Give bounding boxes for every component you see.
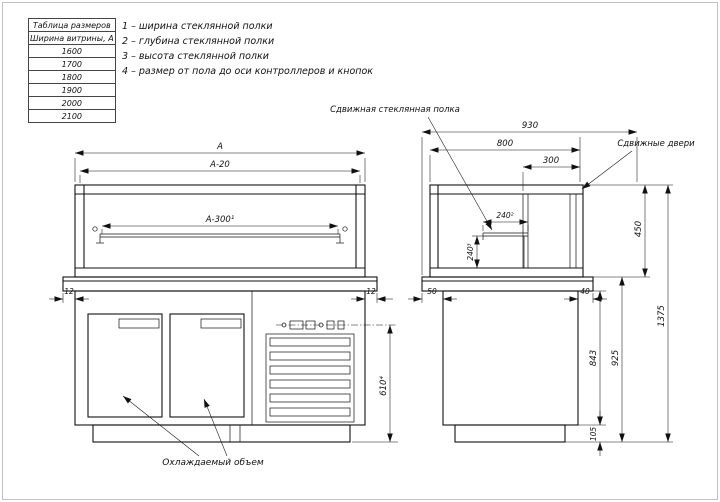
dim-counter-height: 925 [611, 350, 621, 366]
dim-shelf-height: 240³ [466, 243, 475, 260]
front-view-dimension-lines [49, 150, 398, 457]
dim-depth-glass: 800 [497, 139, 513, 149]
side-plinth [454, 424, 566, 443]
dim-rear-overhang: 40 [580, 287, 590, 296]
front-glass-case [74, 184, 366, 278]
dim-front-width: A [216, 142, 223, 152]
dim-overhang-left: 12 [64, 287, 74, 296]
dim-shelf-width: A-300¹ [205, 215, 235, 225]
dim-front-width-minus20: A-20 [209, 160, 230, 170]
size-table-row: 2100 [28, 109, 116, 123]
front-door-right [169, 313, 245, 418]
front-view-details [92, 226, 396, 442]
label-sliding-glass-shelf: Сдвижная стеклянная полка [330, 105, 460, 115]
door-handle-right [200, 318, 242, 329]
side-view-outline [421, 184, 594, 443]
dim-plinth-height: 105 [589, 427, 598, 442]
dim-total-height: 1375 [657, 305, 667, 327]
side-body [442, 290, 579, 426]
dim-body-height: 843 [589, 350, 599, 366]
legend-notes: 1 – ширина стеклянной полки 2 – глубина … [122, 19, 373, 79]
legend-item: 2 – глубина стеклянной полки [122, 36, 275, 47]
shelf-fixing-right [342, 226, 348, 232]
dim-overhang-right: 12 [366, 287, 376, 296]
side-view-dimension-texts: 930 800 300 240² 240³ 50 40 843 105 925 … [330, 105, 695, 441]
dim-rear-section: 300 [543, 156, 559, 166]
dim-front-overhang: 50 [427, 287, 437, 296]
front-plinth [92, 424, 351, 443]
size-table: Таблица размеров Ширина витрины, А 1600 … [28, 18, 116, 123]
door-handle-left [118, 318, 160, 329]
front-view-outline [62, 184, 378, 443]
side-countertop [421, 276, 594, 292]
front-body [74, 290, 366, 426]
side-glass-case [429, 184, 584, 278]
label-sliding-doors: Сдвижные двери [617, 139, 695, 149]
legend-item: 1 – ширина стеклянной полки [122, 21, 273, 32]
dim-depth-total: 930 [522, 121, 538, 131]
legend-item: 4 – размер от пола до оси контроллеров и… [122, 66, 374, 77]
front-view-dimension-texts: A A-20 A-300¹ 12 12 610⁴ Охлаждаемый объ… [64, 142, 389, 468]
dim-shelf-depth: 240² [496, 211, 513, 220]
side-view-details [482, 194, 577, 268]
vent-grille [265, 333, 355, 423]
legend-item: 3 – высота стеклянной полки [122, 51, 269, 62]
dim-glass-height: 450 [634, 221, 644, 237]
shelf-fixing-left [92, 226, 98, 232]
front-countertop [62, 276, 378, 292]
front-door-left [87, 313, 163, 418]
side-view-dimension-lines [408, 116, 673, 456]
dim-controls-height: 610⁴ [379, 376, 389, 396]
label-cooled-volume: Охлаждаемый объем [162, 458, 264, 468]
